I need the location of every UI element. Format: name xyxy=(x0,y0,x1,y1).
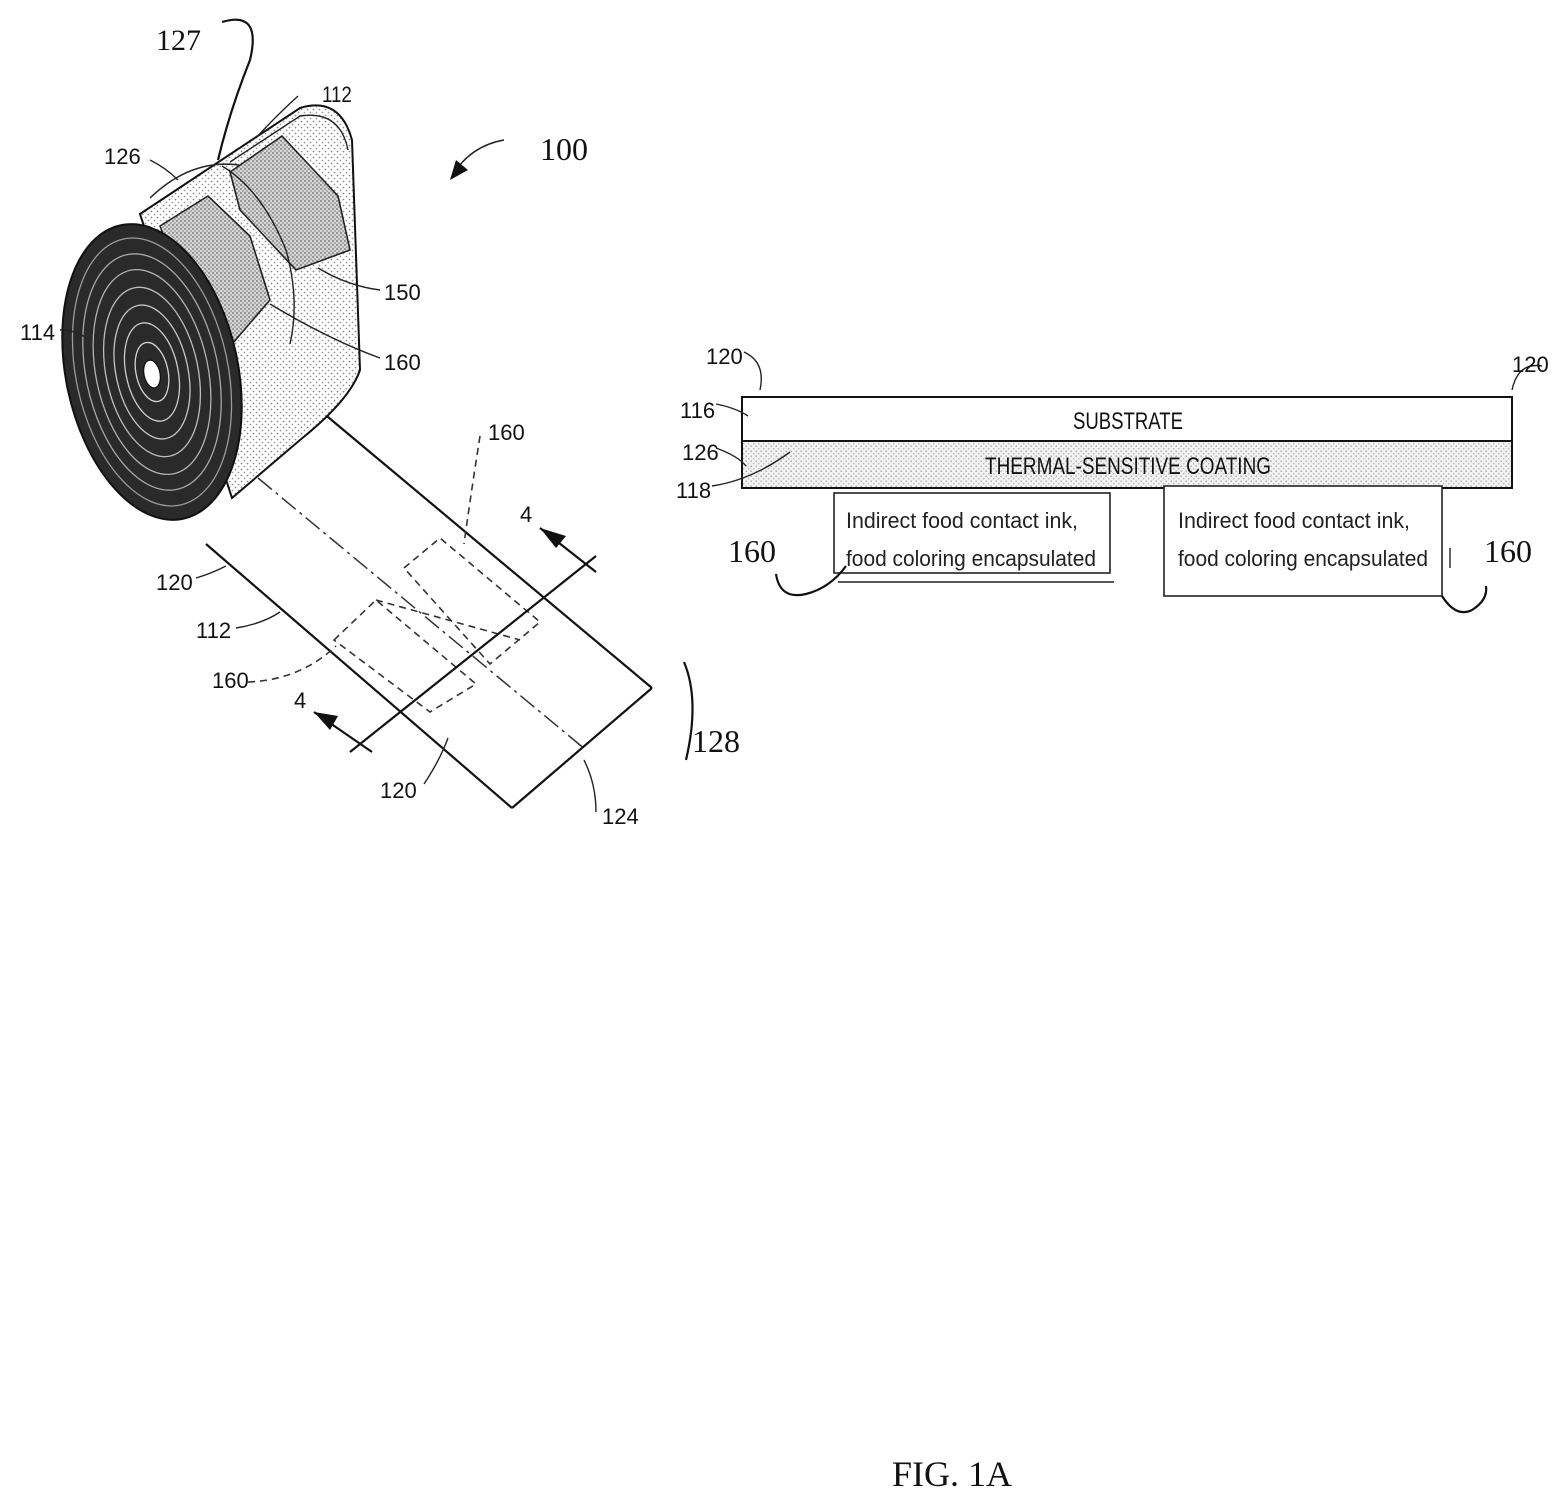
ref-120-bottom: 120 xyxy=(380,778,417,803)
ink-box-right-line2: food coloring encapsulated xyxy=(1178,546,1428,571)
sect-ref-120-right: 120 xyxy=(1512,352,1549,377)
ref-114: 114 xyxy=(20,320,55,345)
ref-160-face: 160 xyxy=(384,350,421,375)
figure-caption: FIG. 1A xyxy=(892,1454,1012,1494)
ref-4-top: 4 xyxy=(520,502,532,527)
coating-label: THERMAL-SENSITIVE COATING xyxy=(985,453,1271,480)
substrate-label: SUBSTRATE xyxy=(1073,408,1183,435)
sect-ref-120-left: 120 xyxy=(706,344,743,369)
ref-127: 127 xyxy=(156,24,201,57)
ref-100: 100 xyxy=(540,131,588,167)
ref-126: 126 xyxy=(104,144,141,169)
ink-box-right-line1: Indirect food contact ink, xyxy=(1178,508,1410,533)
ink-box-left-line1: Indirect food contact ink, xyxy=(846,508,1078,533)
paper-roll-drawing: 100 127 112 126 150 160 114 160 4 120 11… xyxy=(20,20,740,829)
sect-ref-116: 116 xyxy=(680,398,715,423)
ref-120-left: 120 xyxy=(156,570,193,595)
sect-ref-160-right: 160 xyxy=(1484,533,1532,569)
sect-ref-160-left: 160 xyxy=(728,533,776,569)
sect-ref-118: 118 xyxy=(676,478,711,503)
ref-160-dashed: 160 xyxy=(488,420,525,445)
ref-128: 128 xyxy=(692,723,740,759)
ink-box-right xyxy=(1164,486,1442,596)
cross-section-drawing: SUBSTRATE THERMAL-SENSITIVE COATING Indi… xyxy=(676,344,1549,612)
ink-box-left-line2: food coloring encapsulated xyxy=(846,546,1096,571)
ref-4-bottom: 4 xyxy=(294,688,306,713)
ref-150: 150 xyxy=(384,280,421,305)
section-cut-arrows xyxy=(314,528,596,752)
ref-160-left: 160 xyxy=(212,668,249,693)
ref-112-strip: 112 xyxy=(196,618,231,643)
unrolled-strip xyxy=(206,412,652,808)
sect-ref-126: 126 xyxy=(682,440,719,465)
ref-124: 124 xyxy=(602,804,639,829)
ref-112-top: 112 xyxy=(322,84,352,108)
